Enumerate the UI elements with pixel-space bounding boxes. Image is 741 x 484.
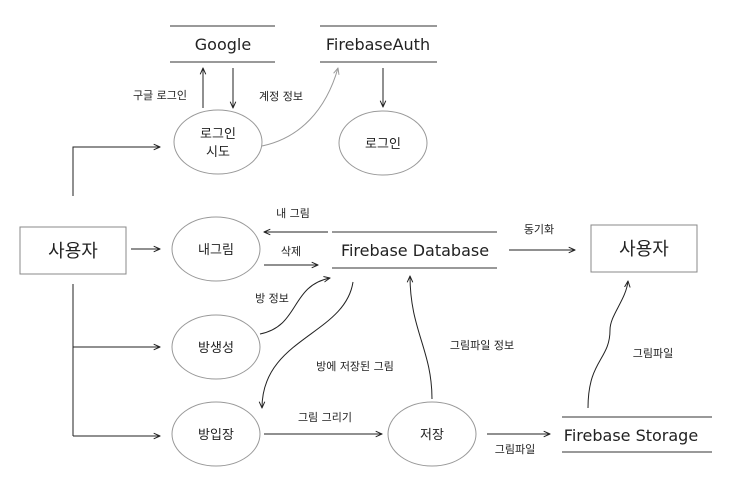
- process-room-enter: 방입장: [171, 401, 261, 467]
- store-firebase-auth-label: FirebaseAuth: [326, 35, 430, 54]
- entity-user-left-label: 사용자: [48, 241, 98, 262]
- store-firebase-database-label: Firebase Database: [341, 241, 489, 260]
- process-login-attempt-line2: 시도: [206, 145, 230, 160]
- process-save: 저장: [387, 401, 477, 467]
- flow-storage-to-user: [587, 281, 628, 409]
- flow-user-to-login-attempt: [72, 147, 160, 196]
- process-room-create-label: 방생성: [198, 341, 234, 356]
- process-room-create: 방생성: [171, 314, 261, 380]
- flow-draw-picture-label: 그림 그리기: [298, 411, 352, 424]
- process-login: 로그인: [338, 110, 428, 176]
- flow-sync-label: 동기화: [524, 223, 554, 236]
- store-firebase-database: Firebase Database: [332, 231, 497, 269]
- process-save-label: 저장: [420, 428, 444, 443]
- process-room-enter-label: 방입장: [198, 428, 234, 443]
- flow-drawing-file-info-label: 그림파일 정보: [450, 338, 514, 352]
- store-google: Google: [170, 25, 275, 63]
- flow-my-drawing-label: 내 그림: [276, 207, 310, 220]
- flow-login-attempt-to-auth: [261, 68, 338, 147]
- entity-user-right: 사용자: [590, 224, 698, 273]
- flow-account-info-label: 계정 정보: [259, 90, 303, 103]
- store-firebase-auth: FirebaseAuth: [320, 25, 437, 63]
- entity-user-left: 사용자: [19, 226, 127, 275]
- flow-room-saved-drawing-label: 방에 저장된 그림: [316, 360, 394, 373]
- process-login-attempt: 로그인 시도: [173, 109, 263, 175]
- store-google-label: Google: [195, 35, 251, 54]
- process-my-drawing: 내그림: [171, 216, 261, 282]
- flow-delete-label: 삭제: [281, 245, 301, 258]
- entity-user-right-label: 사용자: [619, 239, 669, 260]
- flow-room-saved-drawing: [262, 281, 354, 408]
- process-my-drawing-label: 내그림: [198, 243, 234, 258]
- flow-google-login-label: 구글 로그인: [133, 89, 187, 102]
- flow-room-info-label: 방 정보: [255, 292, 289, 305]
- flow-drawing-file-to-user-label: 그림파일: [633, 346, 673, 360]
- process-login-attempt-line1: 로그인: [200, 127, 236, 142]
- store-firebase-storage: Firebase Storage: [562, 416, 712, 453]
- flow-drawing-file-to-storage-label: 그림파일: [495, 442, 535, 456]
- flow-room-info: [259, 278, 330, 335]
- store-firebase-storage-label: Firebase Storage: [564, 426, 698, 445]
- process-login-label: 로그인: [365, 137, 401, 152]
- flow-drawing-file-info: [410, 276, 433, 400]
